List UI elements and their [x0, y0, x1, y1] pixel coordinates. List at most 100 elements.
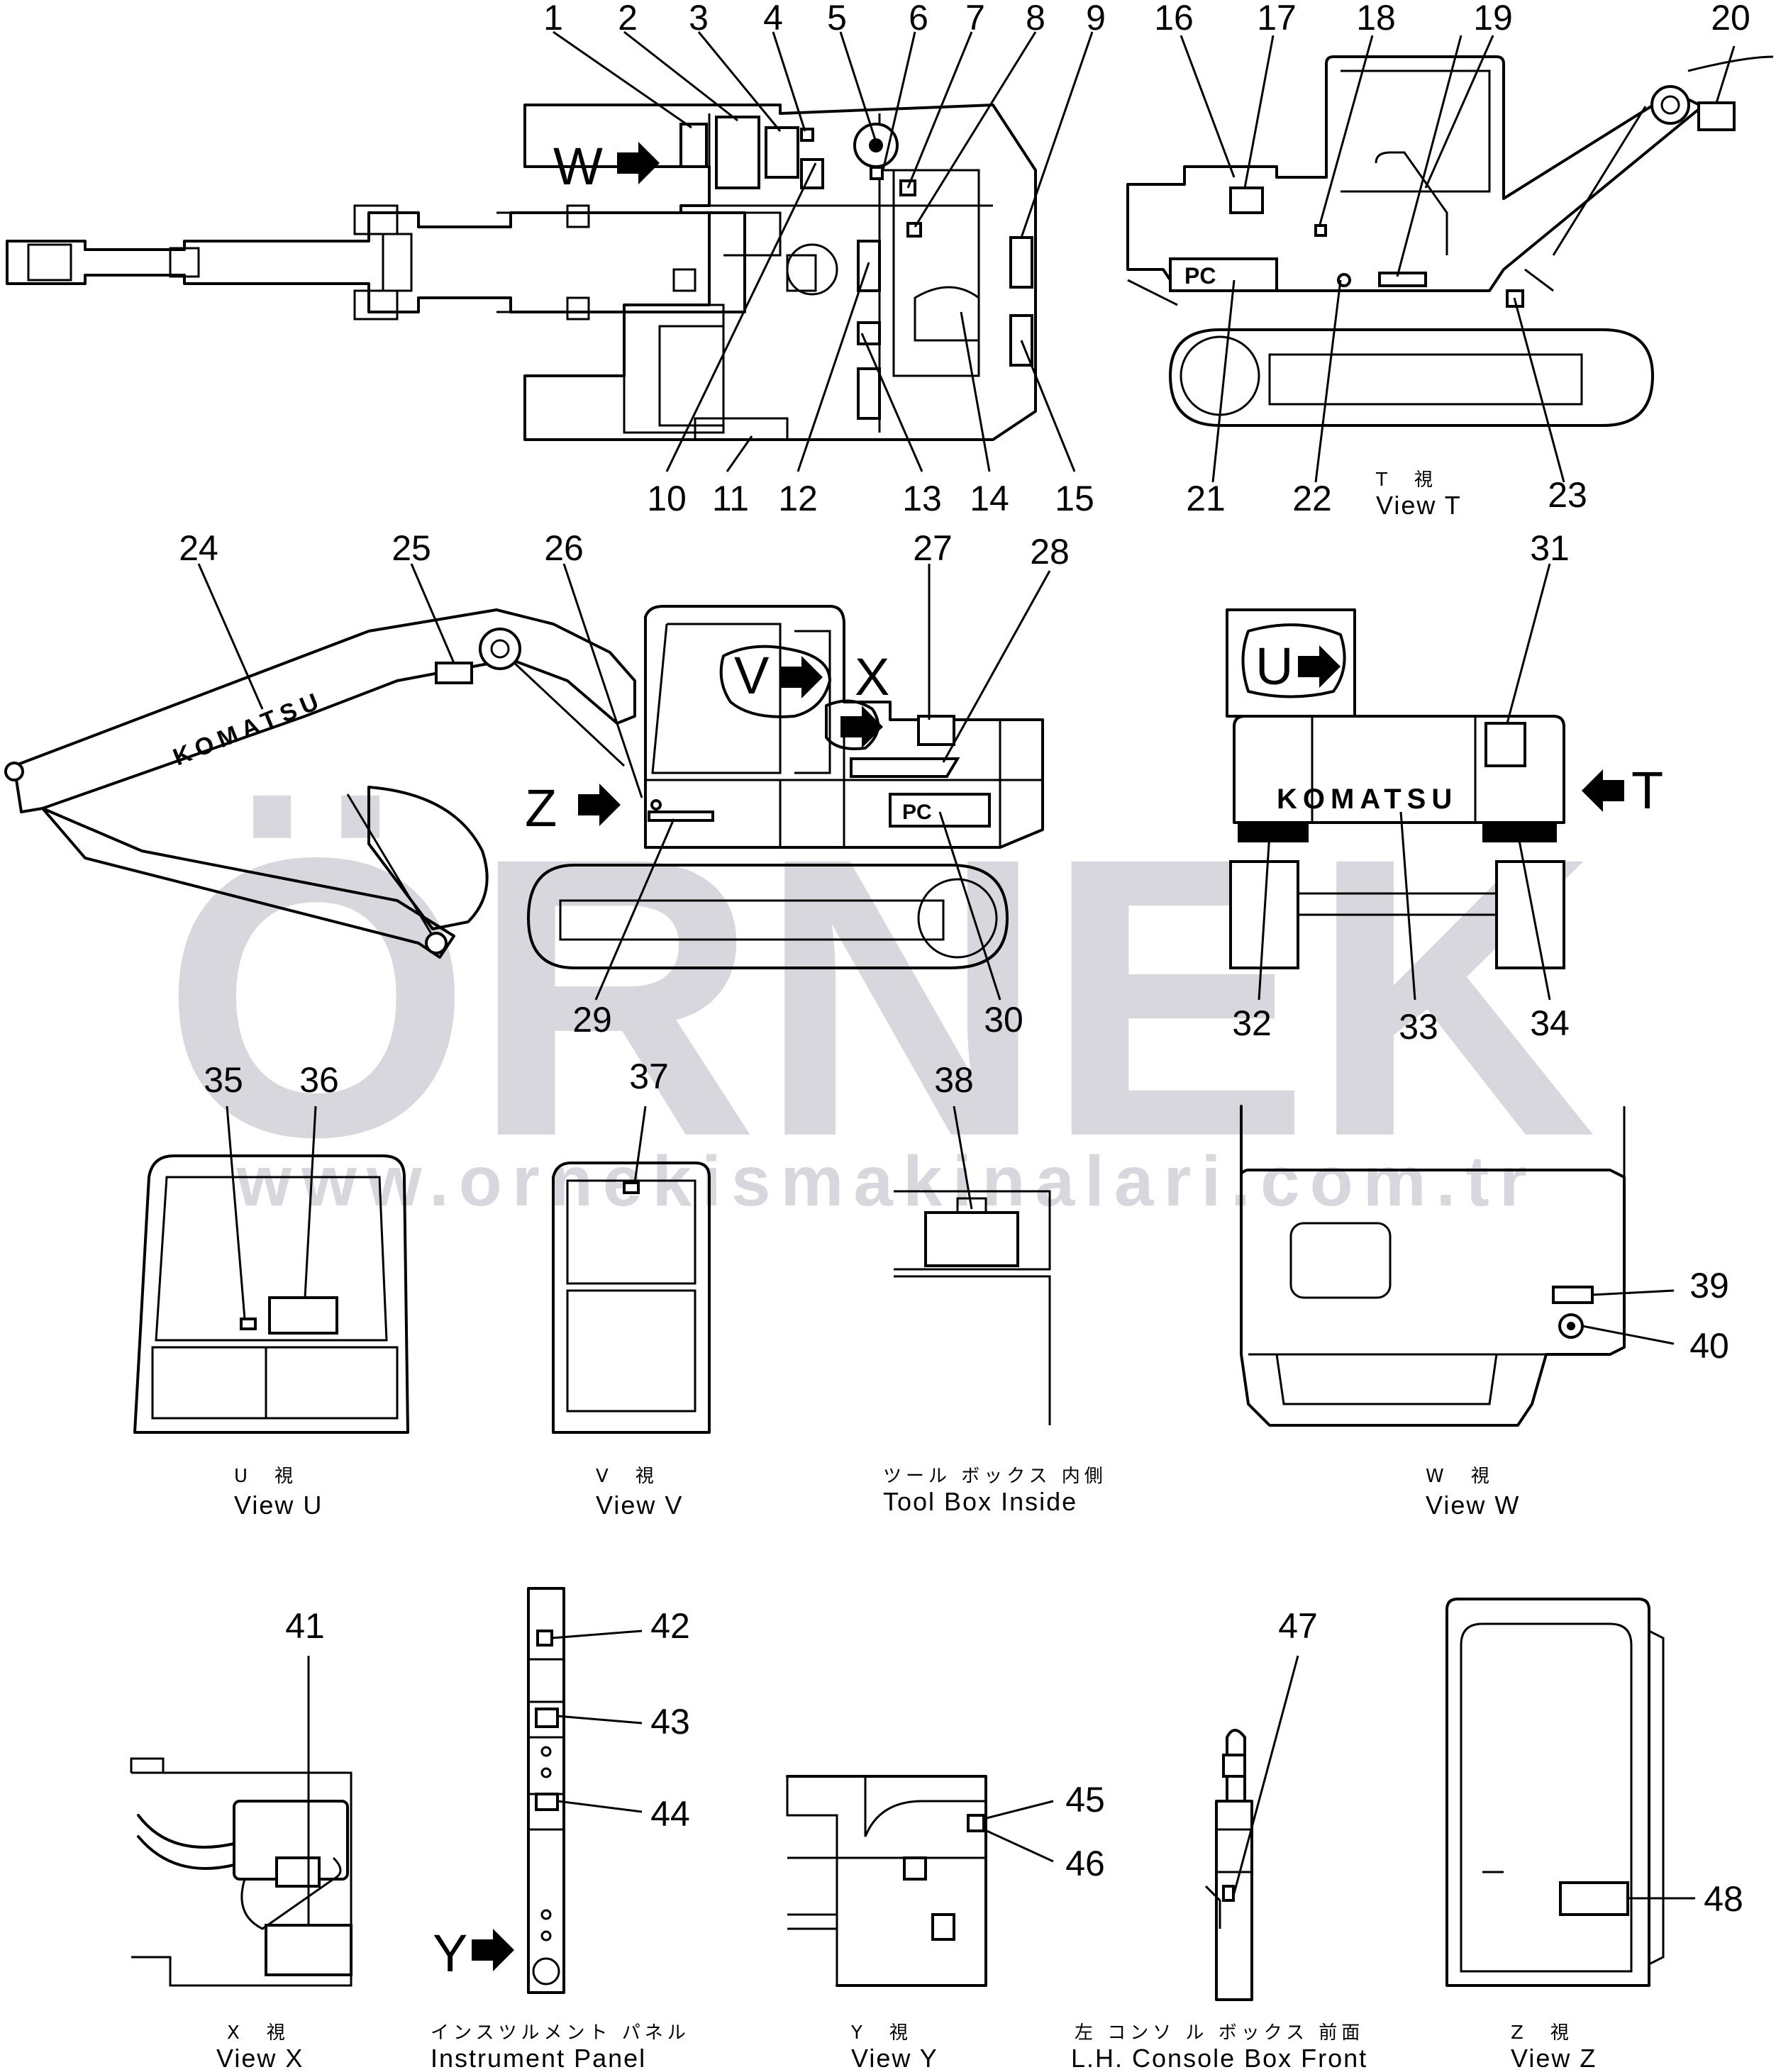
view-y-caption-en: View Y	[851, 2044, 938, 2072]
view-x-caption-jp: X 視	[227, 2022, 289, 2044]
callout-31: 31	[1530, 528, 1570, 568]
view-t-caption-jp: T 視	[1375, 469, 1437, 491]
console-box-front: 左 コンソ ル ボックス 前面 L.H. Console Box Front	[1071, 1655, 1367, 2072]
callout-33: 33	[1399, 1007, 1438, 1047]
callout-5: 5	[827, 0, 847, 38]
view-y-arrow-label: Y	[433, 1924, 467, 1983]
callout-48: 48	[1704, 1879, 1743, 1919]
callout-38: 38	[934, 1060, 974, 1100]
callout-2: 2	[618, 0, 638, 38]
callout-16: 16	[1154, 0, 1194, 38]
view-v: V 視 View V	[552, 1105, 711, 1520]
watermark-url: www.ornekismakinalari.com.tr	[235, 1142, 1536, 1221]
view-z: Z 視 View Z	[1445, 1598, 1695, 2072]
callout-12: 12	[778, 479, 818, 518]
callout-8: 8	[1026, 0, 1045, 38]
callout-36: 36	[299, 1060, 339, 1100]
view-w-caption-en: View W	[1426, 1491, 1520, 1520]
callout-4: 4	[763, 0, 783, 38]
callout-32: 32	[1232, 1003, 1272, 1043]
callout-10: 10	[647, 479, 687, 518]
callout-11: 11	[712, 479, 749, 518]
view-z-caption-en: View Z	[1511, 2044, 1597, 2072]
view-w: W 視 View W	[1240, 1105, 1675, 1520]
callout-45: 45	[1065, 1780, 1105, 1820]
callout-19: 19	[1473, 0, 1513, 38]
plan-view: W	[6, 30, 1094, 472]
toolbox-caption-en: Tool Box Inside	[883, 1487, 1077, 1516]
callout-39: 39	[1689, 1266, 1729, 1305]
callout-35: 35	[204, 1060, 243, 1100]
callout-29: 29	[572, 1000, 612, 1040]
callout-1: 1	[543, 0, 563, 38]
callout-34: 34	[1530, 1003, 1570, 1043]
callout-9: 9	[1086, 0, 1106, 38]
callout-7: 7	[965, 0, 985, 38]
console-caption-jp: 左 コンソ ル ボックス 前面	[1075, 2022, 1364, 2044]
view-z-caption-jp: Z 視	[1511, 2022, 1573, 2044]
callout-20: 20	[1711, 0, 1750, 38]
callout-22: 22	[1292, 479, 1332, 518]
view-v-arrow-label: V	[734, 646, 770, 705]
callout-41: 41	[285, 1606, 325, 1646]
callout-47: 47	[1278, 1606, 1318, 1646]
callout-23: 23	[1548, 475, 1587, 515]
instrument-caption-en: Instrument Panel	[431, 2044, 646, 2072]
callout-6: 6	[909, 0, 928, 38]
view-t: PC T 視 View T	[1126, 35, 1774, 520]
view-u-arrow-label: U	[1255, 637, 1293, 696]
view-x-arrow-label: X	[855, 647, 889, 706]
side-view: KOMATSU PC V X Z	[4, 563, 1051, 1001]
view-z-arrow-label: Z	[525, 779, 557, 837]
console-caption-en: L.H. Console Box Front	[1071, 2044, 1367, 2072]
view-u-arrow-icon	[1298, 645, 1341, 688]
callout-24: 24	[179, 528, 218, 568]
view-y-caption-jp: Y 視	[850, 2022, 912, 2044]
instrument-panel: Y インスツルメント パネル Instrument Panel	[431, 1587, 690, 2072]
view-t-caption-en: View T	[1376, 491, 1462, 520]
view-u-caption-jp: U 視	[234, 1466, 297, 1487]
rear-view: U KOMATSU T	[1226, 563, 1663, 1001]
view-w-arrow-icon	[617, 142, 660, 184]
callout-43: 43	[650, 1702, 690, 1742]
watermark-logo: ÖRNEK	[162, 775, 1597, 1219]
view-t-arrow-icon	[1582, 769, 1624, 812]
callout-14: 14	[970, 479, 1009, 518]
rear-brand-text: KOMATSU	[1277, 784, 1458, 815]
view-x-caption-en: View X	[216, 2044, 304, 2072]
callout-37: 37	[629, 1057, 669, 1096]
view-v-caption-en: View V	[596, 1491, 683, 1520]
callout-42: 42	[650, 1606, 690, 1646]
callout-3: 3	[689, 0, 709, 38]
callout-17: 17	[1257, 0, 1297, 38]
callout-labels: 1 2 3 4 5 6 7 8 9 10 11 12 13 14 15 16 1…	[179, 0, 1750, 1919]
view-x: X 視 View X	[130, 1656, 353, 2072]
callout-18: 18	[1356, 0, 1396, 38]
view-t-arrow-label: T	[1631, 761, 1663, 820]
view-w-caption-jp: W 視	[1426, 1466, 1494, 1487]
callout-13: 13	[902, 479, 942, 518]
callout-21: 21	[1186, 479, 1226, 518]
view-v-arrow-icon	[780, 656, 823, 698]
callout-25: 25	[392, 528, 431, 568]
callout-46: 46	[1065, 1844, 1105, 1883]
toolbox-caption-jp: ツール ボックス 内側	[883, 1466, 1107, 1487]
instrument-caption-jp: インスツルメント パネル	[431, 2022, 690, 2044]
view-y: Y 視 View Y	[786, 1775, 1054, 2072]
callout-15: 15	[1055, 479, 1094, 518]
callout-27: 27	[913, 528, 953, 568]
view-y-arrow-icon	[472, 1929, 514, 1971]
callout-30: 30	[984, 1000, 1023, 1040]
watermark: ÖRNEK www.ornekismakinalari.com.tr	[162, 775, 1597, 1221]
view-u-caption-en: View U	[234, 1491, 323, 1520]
callout-40: 40	[1689, 1326, 1729, 1366]
view-v-caption-jp: V 視	[596, 1466, 658, 1487]
callout-28: 28	[1030, 532, 1070, 572]
view-w-arrow-label: W	[553, 137, 603, 196]
toolbox-inside: ツール ボックス 内側 Tool Box Inside	[883, 1105, 1107, 1516]
side-model-plate-text: PC	[902, 801, 932, 824]
model-plate-text: PC	[1184, 263, 1216, 289]
callout-44: 44	[650, 1794, 690, 1834]
view-z-arrow-icon	[578, 784, 621, 826]
